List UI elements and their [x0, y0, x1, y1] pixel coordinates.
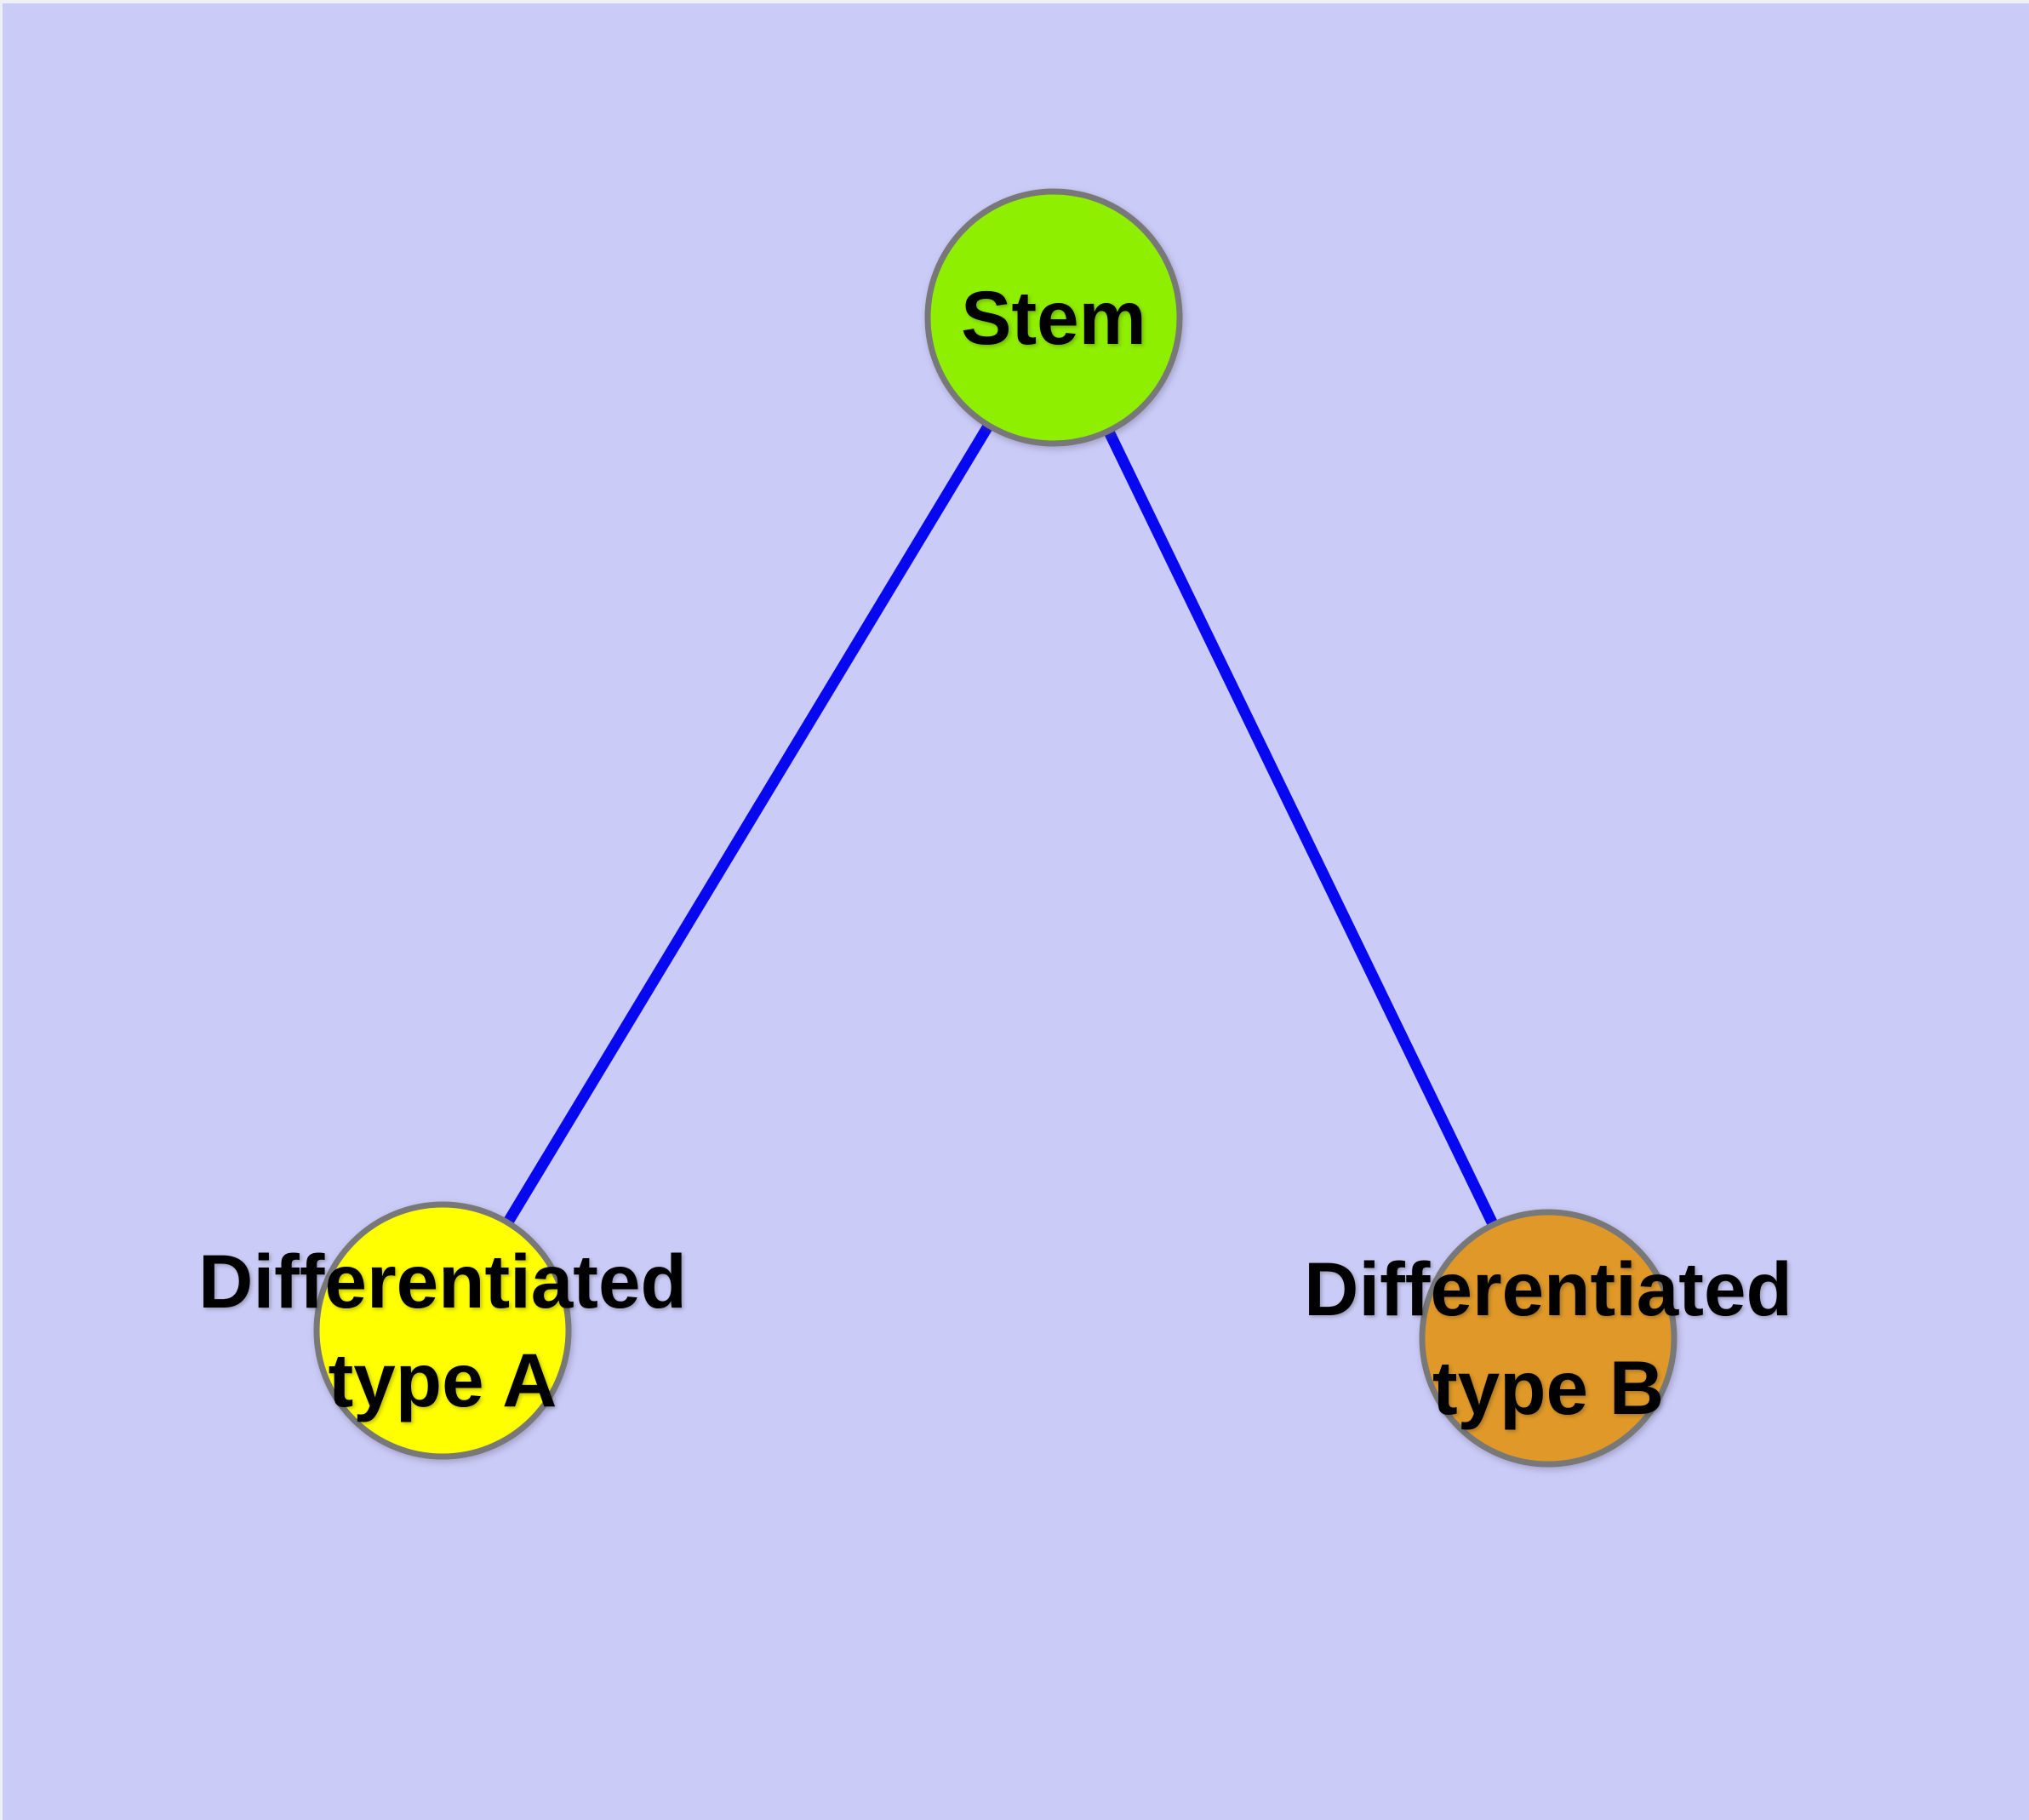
top-edge-strip	[0, 0, 2029, 3]
node-stem-circle	[924, 188, 1183, 447]
left-edge-strip	[0, 0, 3, 1820]
node-type-a-circle	[313, 1201, 572, 1460]
edge-stem-to-type-b	[1049, 315, 1553, 1341]
nodes-layer	[313, 188, 1677, 1468]
node-type-b-circle	[1419, 1209, 1677, 1468]
edge-stem-to-type-a	[437, 314, 1059, 1334]
